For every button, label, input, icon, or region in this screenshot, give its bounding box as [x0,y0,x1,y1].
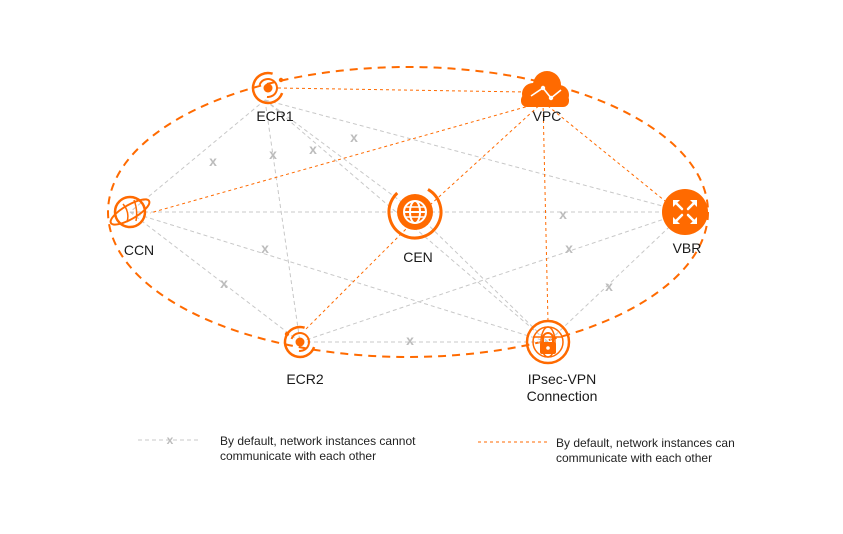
line-cen-ecr2 [304,224,411,331]
line-ecr1-ipsec [264,99,549,343]
line-ecr2-vbr [299,211,686,343]
line-vpc-ipsec [542,101,549,323]
line-ecr1-vpc [277,87,526,93]
cross-mark: x [220,275,228,291]
node-label-ipsec-line1: IPsec-VPN [528,371,596,387]
legend-can-text: By default, network instances can commun… [556,436,735,466]
node-label-ccn: CCN [124,242,154,258]
globe-orbit-icon [109,195,151,229]
cloud-icon [521,71,569,107]
legend-can-line1: By default, network instances can [556,436,735,450]
orange-connections [149,87,671,331]
line-vbr-ipsec [547,211,686,343]
line-ecr1-ecr2 [264,99,301,343]
line-vpc-ccn [149,101,544,214]
cross-mark: x [269,146,277,162]
legend-cannot-line1: By default, network instances cannot [220,434,416,448]
node-label-vpc: VPC [533,108,562,124]
cross-mark: x [565,240,573,256]
cross-mark: x [309,141,317,157]
globe-lock-icon [525,319,571,365]
node-label-ecr1: ECR1 [256,108,294,124]
line-cen-ipsec [414,211,549,343]
cross-mark: x [167,433,174,447]
cross-marks: x x x x x x x x x x [209,129,613,348]
node-label-ipsec-line2: Connection [527,388,598,404]
line-vpc-cen [429,101,544,206]
node-label-cen: CEN [403,249,433,265]
router-arrows-icon [662,189,708,235]
legend-cannot-line2: communicate with each other [220,449,377,463]
node-label-ecr2: ECR2 [286,371,324,387]
cross-mark: x [605,278,613,294]
gray-connections [129,99,686,343]
cross-mark: x [559,206,567,222]
cross-mark: x [209,153,217,169]
line-ecr1-vbr [264,99,686,213]
line-ccn-ecr2 [129,211,301,343]
cross-mark: x [350,129,358,145]
line-ecr1-cen [264,99,416,213]
legend-can-line2: communicate with each other [556,451,713,465]
ecr-icon [283,325,317,359]
cross-mark: x [406,332,414,348]
line-ecr1-ccn [129,99,266,213]
legend-cannot-text: By default, network instances cannot com… [220,434,415,464]
line-vpc-vbr [542,101,671,206]
cross-mark: x [261,240,269,256]
legend-gray-swatch: x [138,433,200,447]
node-label-vbr: VBR [673,240,702,256]
line-ccn-ipsec [129,211,549,343]
